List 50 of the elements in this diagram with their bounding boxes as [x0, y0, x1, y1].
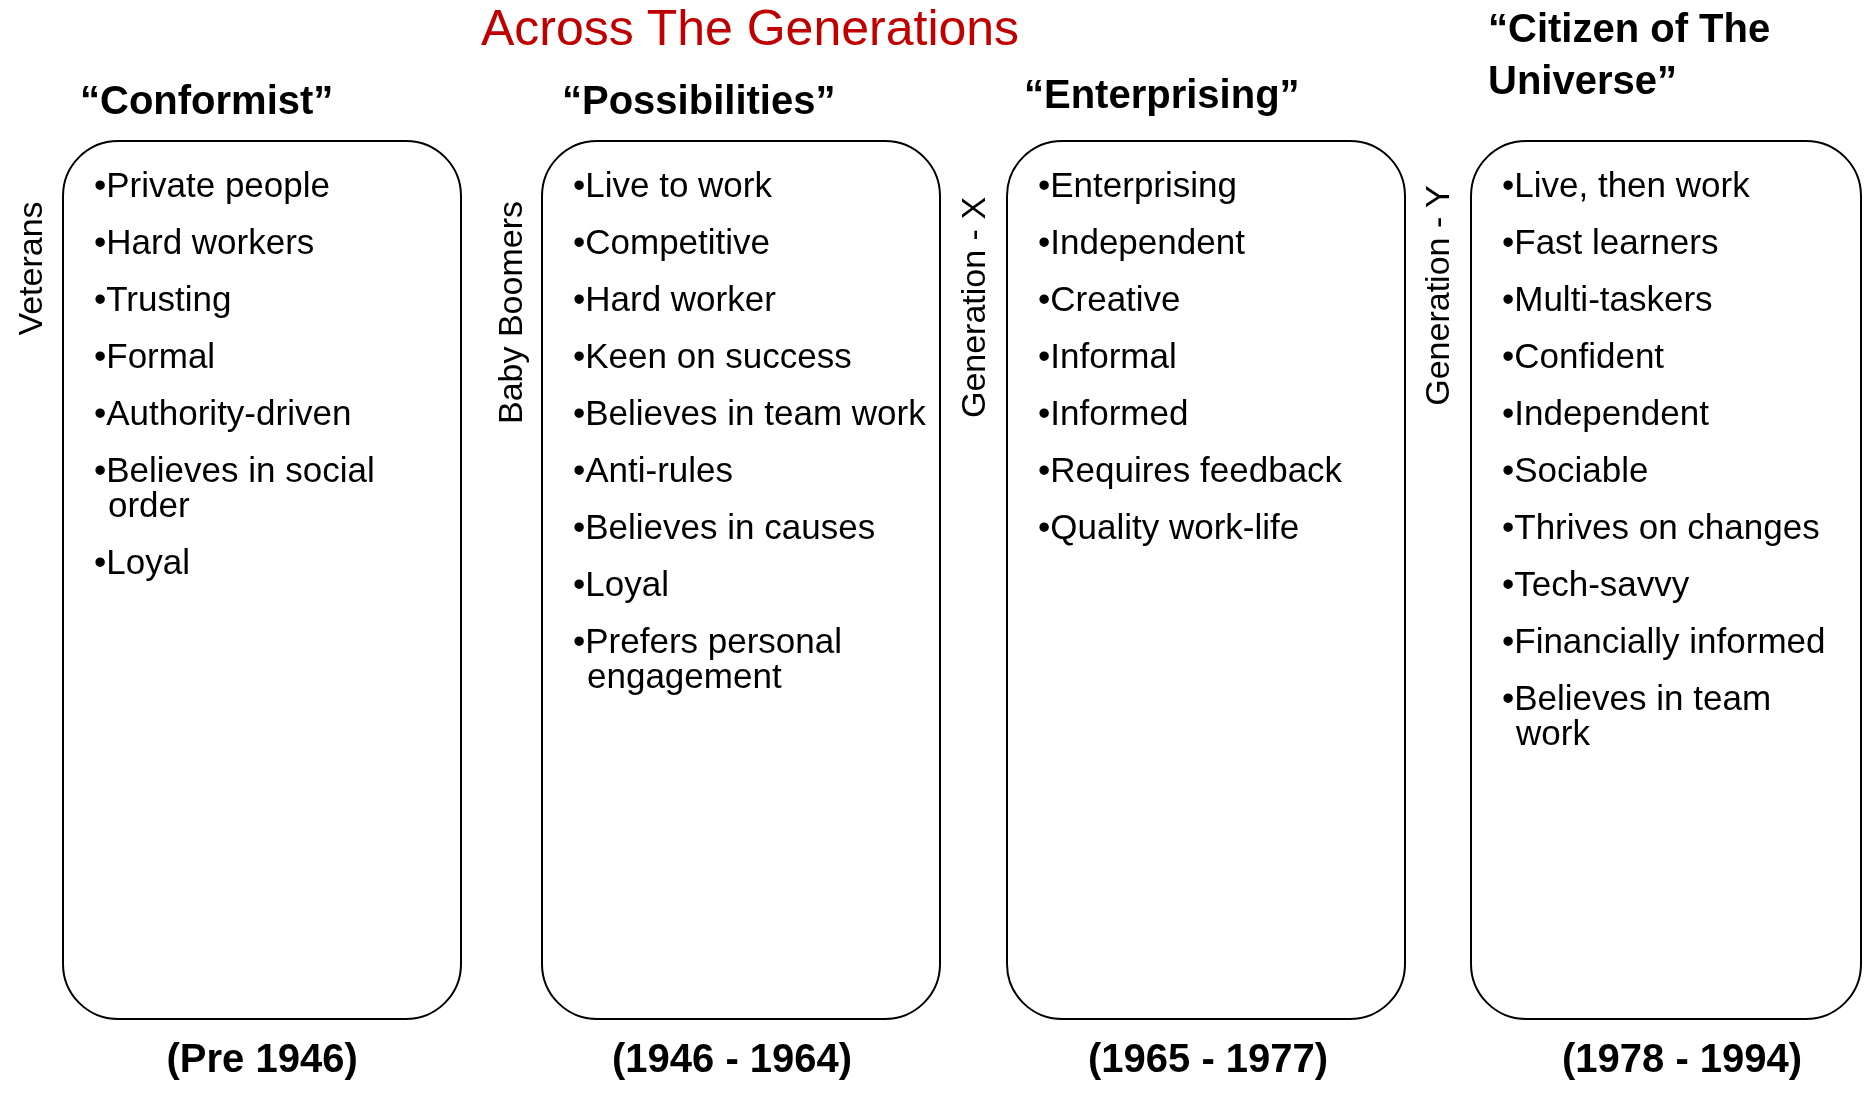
trait-item: •Requires feedback: [1038, 449, 1344, 491]
generation-name: Generation - X: [953, 196, 993, 418]
trait-item: •Live, then work: [1502, 164, 1751, 206]
trait-item: •Independent: [1502, 392, 1710, 434]
trait-item: •Loyal: [573, 563, 670, 605]
trait-item: •Believes in causes: [573, 506, 877, 548]
trait-item: •Enterprising: [1038, 164, 1238, 206]
trait-item: •Creative: [1038, 278, 1182, 320]
trait-card: [62, 140, 462, 1020]
trait-item: •Confident: [1502, 335, 1666, 377]
trait-item: •Fast learners: [1502, 221, 1720, 263]
trait-item: •Keen on success: [573, 335, 853, 377]
year-range: (Pre 1946): [166, 1036, 358, 1081]
trait-item: •Prefers personal engagement: [573, 620, 844, 697]
trait-item: •Live to work: [573, 164, 773, 206]
trait-item: •Thrives on changes: [1502, 506, 1821, 548]
trait-item: •Quality work-life: [1038, 506, 1301, 548]
trait-item: •Independent: [1038, 221, 1246, 263]
year-range: (1946 - 1964): [612, 1036, 853, 1081]
trait-item: •Believes in team work: [1502, 677, 1773, 754]
trait-item: •Believes in team work: [573, 392, 927, 434]
trait-item: •Believes in social order: [94, 449, 376, 526]
title: Across The Generations: [479, 0, 1021, 56]
trait-item: •Hard workers: [94, 221, 316, 263]
trait-item: •Private people: [94, 164, 331, 206]
trait-item: •Hard worker: [573, 278, 777, 320]
trait-item: •Informal: [1038, 335, 1178, 377]
generation-name: Veterans: [10, 200, 50, 336]
trait-card: [1470, 140, 1862, 1020]
trait-card: [1006, 140, 1406, 1020]
trait-item: •Financially informed: [1502, 620, 1827, 662]
generation-name: Baby Boomers: [490, 200, 530, 424]
trait-item: •Authority-driven: [94, 392, 353, 434]
trait-item: •Formal: [94, 335, 217, 377]
trait-card: [541, 140, 941, 1020]
trait-item: •Trusting: [94, 278, 233, 320]
trait-item: •Competitive: [573, 221, 772, 263]
generation-heading: “Possibilities”: [562, 77, 837, 124]
trait-item: •Loyal: [94, 541, 191, 583]
year-range: (1978 - 1994): [1562, 1036, 1803, 1081]
trait-item: •Sociable: [1502, 449, 1650, 491]
trait-item: •Anti-rules: [573, 449, 735, 491]
generation-heading: “Enterprising”: [1024, 71, 1301, 118]
trait-item: •Multi-taskers: [1502, 278, 1714, 320]
generation-heading: “Citizen of The Universe”: [1488, 5, 1772, 104]
generation-heading: “Conformist”: [80, 77, 335, 124]
generation-name: Generation - Y: [1417, 184, 1457, 406]
year-range: (1965 - 1977): [1088, 1036, 1329, 1081]
trait-item: •Informed: [1038, 392, 1190, 434]
trait-item: •Tech-savvy: [1502, 563, 1691, 605]
